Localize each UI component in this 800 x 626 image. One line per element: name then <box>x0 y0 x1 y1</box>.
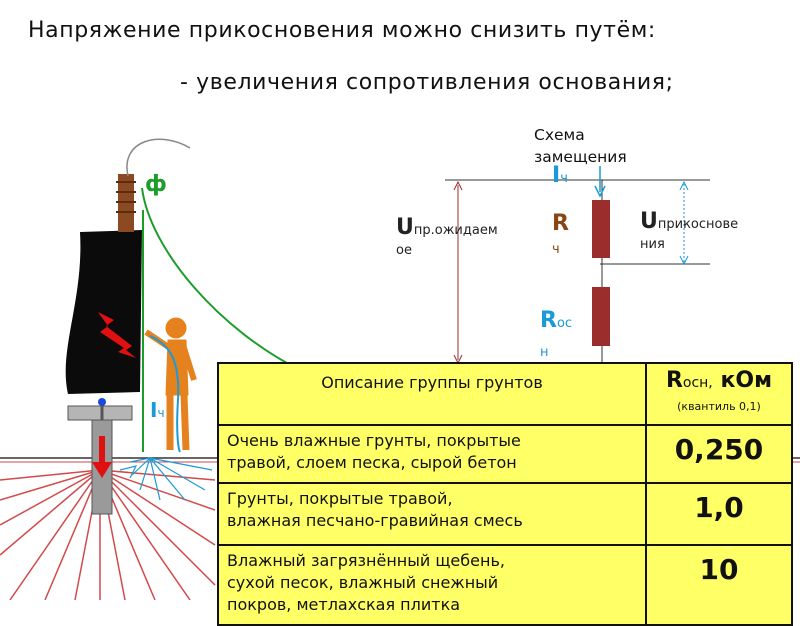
fault-lightning-icon <box>98 312 136 358</box>
equipment-body <box>65 230 142 394</box>
table-cell-value: 0,250 <box>645 424 793 484</box>
table-cell-description: Грунты, покрытые травой,влажная песчано-… <box>217 482 647 546</box>
current-label: Iч <box>552 163 568 188</box>
table-row: Грунты, покрытые травой,влажная песчано-… <box>217 482 793 546</box>
resistor-base <box>592 287 610 346</box>
page-title: Напряжение прикосновения можно снизить п… <box>28 18 656 43</box>
u-expected-arrow <box>453 180 463 365</box>
table-cell-value: 1,0 <box>645 482 793 546</box>
page-subtitle: - увеличения сопротивления основания; <box>180 70 674 95</box>
pole-base <box>67 405 133 421</box>
table-cell-value: 10 <box>645 544 793 626</box>
body-current-label: Iч <box>150 398 165 422</box>
body-current-path <box>149 335 181 453</box>
current-arrow <box>594 166 606 198</box>
u-touch-arrow <box>679 180 689 266</box>
resistor-body <box>592 200 610 258</box>
table-header-description: Описание группы грунтов <box>217 362 647 426</box>
phase-label: ф <box>145 172 167 197</box>
table-row: Влажный загрязнённый щебень,сухой песок,… <box>217 544 793 626</box>
table-header-resistance: Rосн, кОм (квантиль 0,1) <box>645 362 793 426</box>
table-cell-description: Влажный загрязнённый щебень,сухой песок,… <box>217 544 647 626</box>
soil-resistance-table: Описание группы грунтов Rосн, кОм (квант… <box>217 362 793 626</box>
equivalent-circuit <box>445 179 710 364</box>
scheme-title: Схема замещения <box>534 126 627 166</box>
phase-wire <box>126 138 191 177</box>
fault-wire <box>141 187 301 371</box>
spreading-current-arrows <box>119 457 213 501</box>
table-header-row: Описание группы грунтов Rосн, кОм (квант… <box>217 362 793 426</box>
ground-current-rays <box>0 469 216 600</box>
